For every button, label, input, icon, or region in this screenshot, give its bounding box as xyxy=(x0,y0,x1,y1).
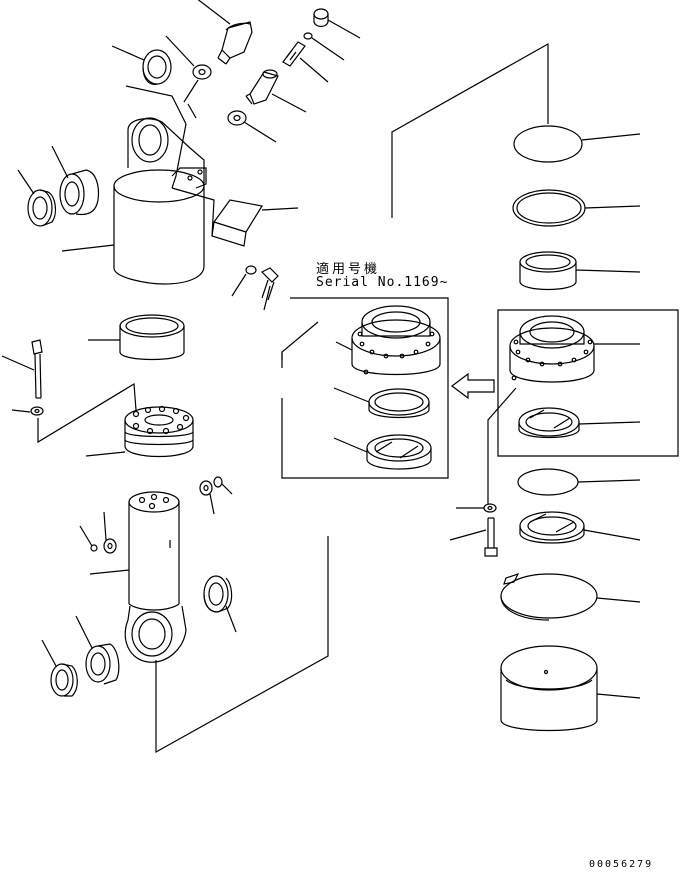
connector-line-2 xyxy=(171,187,215,237)
leader-bushing-bottom xyxy=(75,615,93,649)
washer-bolt-left xyxy=(30,406,44,416)
bolt-right xyxy=(484,517,498,557)
drawing-number: 00056279 xyxy=(589,859,654,870)
small-washer xyxy=(192,64,212,80)
inset-frame xyxy=(281,297,449,479)
leader-tube-sleeve xyxy=(596,693,641,699)
leader-piston xyxy=(85,451,126,457)
leader-inset-head xyxy=(335,341,353,351)
replacement-arrow xyxy=(451,372,495,400)
leader-washer-left xyxy=(11,409,31,413)
bracket-line-b xyxy=(183,79,199,119)
leader-inset-seal-2 xyxy=(333,437,368,453)
o-ring-top xyxy=(513,125,583,163)
inset-frame-corner xyxy=(281,321,319,368)
leader-washer xyxy=(243,121,277,143)
seal-top-left xyxy=(142,49,172,85)
serial-number-note: Serial No.1169~ xyxy=(316,275,449,290)
right-top-bracket xyxy=(391,42,549,218)
piston xyxy=(124,405,194,458)
leader-elbow xyxy=(271,93,307,113)
leader-fitting-small xyxy=(221,483,233,495)
dust-cover xyxy=(211,199,263,247)
inset-cylinder-head xyxy=(351,305,441,376)
bushing-left-top xyxy=(59,169,100,216)
cylinder-head-assembly xyxy=(17,0,361,311)
tube-sleeve xyxy=(500,645,598,732)
leader-o-ring-right xyxy=(577,479,641,483)
leader-seal-right-2 xyxy=(583,529,641,541)
band-ring xyxy=(500,572,598,621)
seal-right-2 xyxy=(519,511,585,544)
leader-backup-ring xyxy=(584,205,641,209)
leader-head-body xyxy=(61,244,115,252)
leader-bolt-right xyxy=(449,529,487,541)
leader-small-washer xyxy=(165,35,195,67)
leader-seal-top xyxy=(111,45,145,61)
right-column-assembly xyxy=(391,42,679,732)
leader-dust-cover xyxy=(261,207,299,211)
leader-seal-left xyxy=(17,169,35,195)
leader-rod xyxy=(89,569,130,575)
leader-rod-washer-2 xyxy=(103,511,107,541)
leader-band-ring xyxy=(596,597,641,603)
rod-assembly xyxy=(41,476,329,754)
cap-top-right xyxy=(313,8,329,28)
leader-seal-right-1 xyxy=(578,421,641,425)
applicability-note-japanese: 適用号機 xyxy=(316,262,381,277)
leader-fitting xyxy=(299,57,329,83)
leader-fitting-small-2 xyxy=(79,525,93,547)
fitting-valve xyxy=(282,41,306,67)
o-ring-right xyxy=(517,468,579,496)
wear-ring xyxy=(119,314,185,361)
cylinder-head-body xyxy=(113,117,207,285)
leader-inset-seal-1 xyxy=(333,387,370,403)
leader-nipple-top xyxy=(197,0,231,25)
leader-seal-bottom xyxy=(41,639,57,667)
piston-rod xyxy=(124,491,187,663)
seal-left-bottom xyxy=(50,663,78,697)
washer-right xyxy=(483,503,497,513)
bolt-small xyxy=(260,267,279,301)
bushing-right xyxy=(519,251,577,291)
rod-washer-pair xyxy=(90,476,223,554)
backup-ring xyxy=(512,189,586,227)
rod-bracket xyxy=(155,536,329,754)
washer-mid xyxy=(227,110,247,126)
washer-small-bolt xyxy=(245,265,257,275)
right-box-frame xyxy=(497,309,679,457)
leader-bushing-right xyxy=(575,269,641,273)
inset-seal-2 xyxy=(366,434,432,470)
leader-rod-washer xyxy=(209,493,215,515)
leader-bushing-left xyxy=(51,145,69,179)
serial-inset xyxy=(281,297,495,479)
elbow-fitting xyxy=(245,69,279,105)
head-right xyxy=(509,315,595,383)
long-bolt xyxy=(31,339,43,399)
piston-assembly xyxy=(1,314,194,458)
seal-left-top xyxy=(27,189,57,227)
piston-bracket xyxy=(37,382,137,444)
leader-small-ring xyxy=(311,37,345,61)
connector-line xyxy=(171,123,187,189)
small-ring xyxy=(303,32,313,40)
grease-nipple-top xyxy=(217,21,253,65)
right-side-bracket xyxy=(487,387,517,504)
leader-washer-bolt xyxy=(231,273,247,297)
leader-o-ring-top xyxy=(581,133,641,141)
leader-bolt-small xyxy=(263,285,271,311)
inset-seal-1 xyxy=(368,388,430,419)
bushing-left-bottom xyxy=(85,643,120,685)
leader-cap xyxy=(327,19,361,39)
leader-long-bolt xyxy=(1,355,35,371)
leader-rod-seal xyxy=(225,605,237,633)
seal-right-1 xyxy=(518,407,580,439)
bracket-line-a xyxy=(125,85,187,125)
rod-seal-right xyxy=(203,575,233,613)
